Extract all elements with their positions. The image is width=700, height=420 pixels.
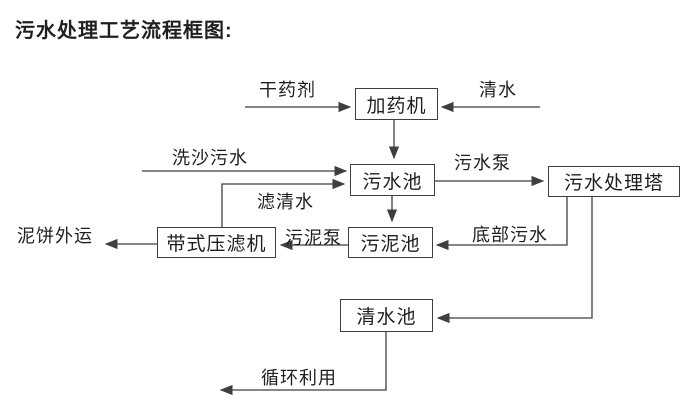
label-mud-cake-out: 泥饼外运 (17, 226, 93, 246)
label-sewage-pump: 污水泵 (454, 153, 511, 173)
node-treatment-tower: 污水处理塔 (548, 166, 680, 197)
label-filtered-water: 滤清水 (257, 192, 314, 212)
node-dosing-machine: 加药机 (355, 88, 438, 120)
node-sewage-pool: 污水池 (350, 164, 435, 196)
arrow-tower-to-clean-water-pool (436, 197, 593, 324)
label-recycle-reuse: 循环利用 (261, 368, 337, 388)
arrow-bottom-sewage-to-sludge-pool (435, 197, 568, 251)
arrow-clean-water-pool-to-recycle (219, 332, 387, 396)
label-sludge-pump: 污泥泵 (285, 228, 342, 248)
node-belt-filter-press: 带式压滤机 (157, 227, 276, 258)
node-sludge-pool: 污泥池 (348, 227, 433, 258)
label-dry-agent: 干药剂 (259, 80, 316, 100)
diagram-title: 污水处理工艺流程框图: (15, 20, 233, 42)
node-clean-water-pool: 清水池 (340, 299, 433, 332)
label-bottom-sewage: 底部污水 (472, 225, 548, 245)
label-sand-washing-sewage: 洗沙污水 (172, 148, 248, 168)
arrow-filtered-water-to-sewage-pool (221, 178, 346, 227)
label-clean-water-in: 清水 (479, 80, 517, 100)
